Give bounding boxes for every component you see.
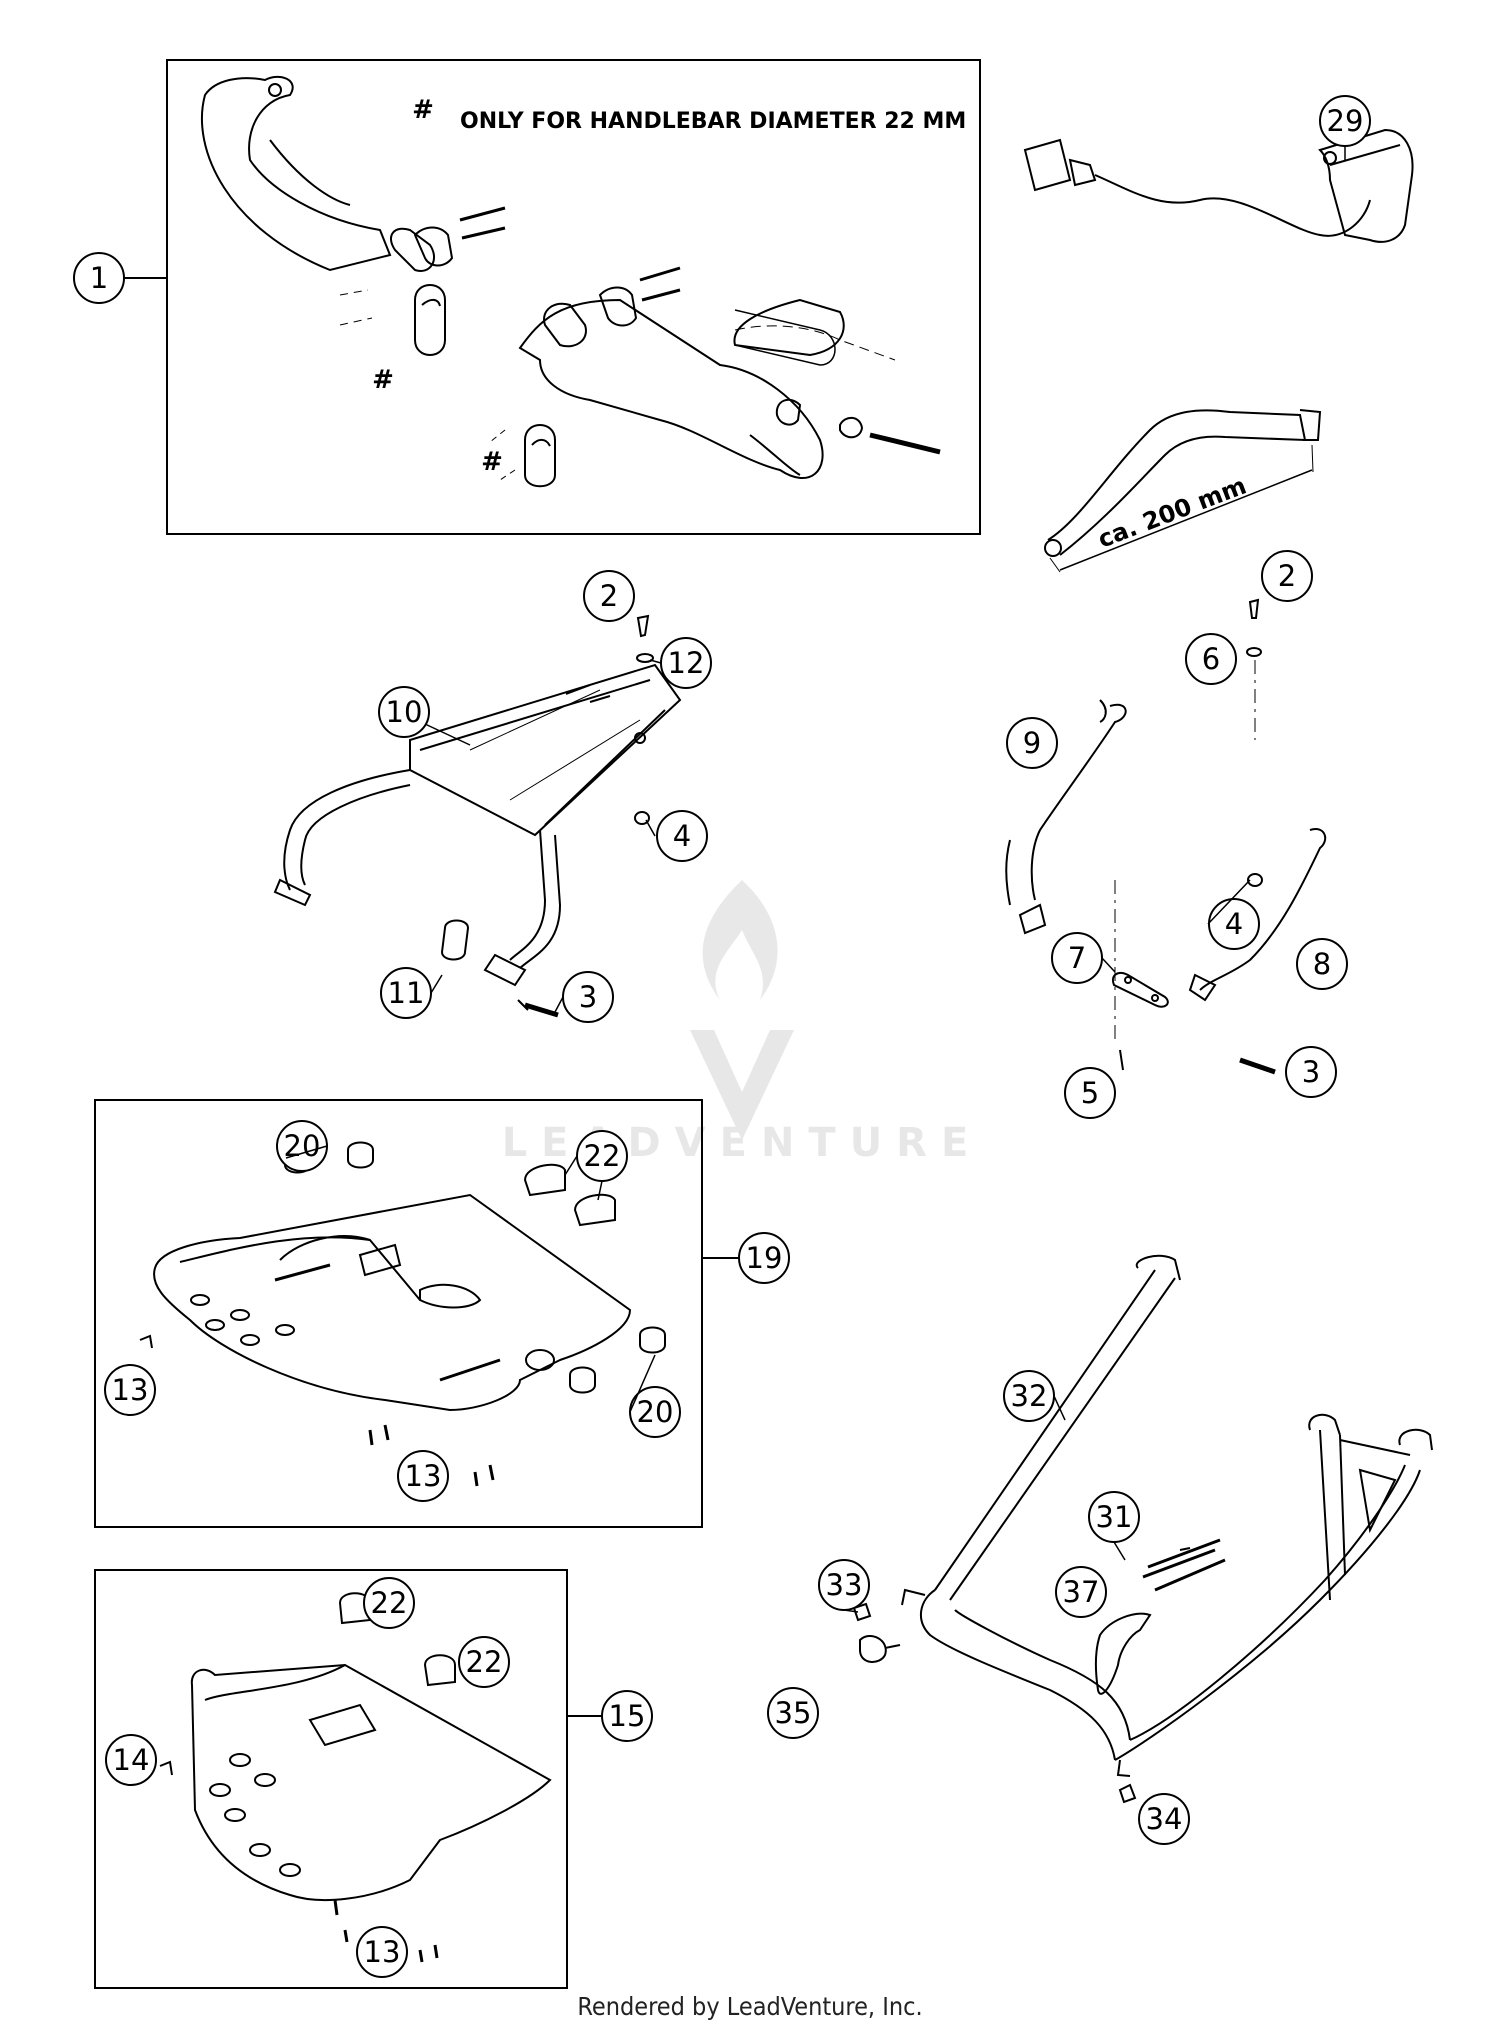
svg-text:6: 6: [1202, 642, 1220, 676]
center-stand: [852, 1254, 1433, 1804]
svg-text:13: 13: [112, 1373, 149, 1407]
callout-8: 8: [1296, 938, 1348, 990]
svg-text:20: 20: [637, 1395, 674, 1429]
svg-text:4: 4: [673, 819, 691, 853]
callout-19: 19: [738, 1232, 790, 1284]
callout-13: 13: [397, 1450, 449, 1502]
svg-text:31: 31: [1096, 1500, 1133, 1534]
hash-marker-upper: #: [372, 365, 394, 395]
skid-plate-panel: [94, 1099, 740, 1528]
callout-15: 15: [601, 1690, 653, 1742]
hash-marker-lower: #: [481, 447, 503, 477]
svg-text:13: 13: [405, 1459, 442, 1493]
watermark: LEADVENTURE: [502, 880, 983, 1166]
engine-guard-panel: [94, 1569, 603, 1989]
carrier-hardware: [440, 614, 654, 1018]
callout-5: 5: [1064, 1067, 1116, 1119]
dimension-label: ca. 200 mm: [1094, 471, 1250, 553]
svg-text:4: 4: [1225, 907, 1243, 941]
note-marker: #: [412, 95, 434, 125]
svg-text:2: 2: [1278, 559, 1296, 593]
svg-text:2: 2: [600, 579, 618, 613]
callout-20: 20: [276, 1120, 328, 1172]
callout-6: 6: [1185, 633, 1237, 685]
callout-35: 35: [767, 1687, 819, 1739]
svg-text:22: 22: [466, 1645, 503, 1679]
svg-text:34: 34: [1146, 1802, 1183, 1836]
callout-14: 14: [105, 1734, 157, 1786]
callout-7: 7: [1051, 932, 1103, 984]
svg-text:33: 33: [826, 1568, 863, 1602]
svg-text:32: 32: [1011, 1379, 1048, 1413]
footer-credit: Rendered by LeadVenture, Inc.: [577, 1992, 923, 2021]
callout-33: 33: [818, 1559, 870, 1611]
svg-text:10: 10: [386, 695, 423, 729]
svg-text:37: 37: [1063, 1575, 1100, 1609]
callout-11: 11: [380, 967, 432, 1019]
callout-2: 2: [583, 570, 635, 622]
callout-12: 12: [660, 637, 712, 689]
rear-bar-dimension: [1044, 409, 1322, 573]
svg-text:19: 19: [746, 1241, 783, 1275]
callout-1: 1: [73, 252, 125, 304]
callout-29: 29: [1319, 95, 1371, 147]
svg-text:35: 35: [775, 1696, 812, 1730]
svg-text:12: 12: [668, 646, 705, 680]
svg-text:22: 22: [584, 1139, 621, 1173]
callout-32: 32: [1003, 1370, 1055, 1422]
callout-10: 10: [378, 686, 430, 738]
callout-37: 37: [1055, 1566, 1107, 1618]
svg-text:3: 3: [1302, 1055, 1320, 1089]
svg-text:14: 14: [113, 1743, 150, 1777]
svg-text:3: 3: [579, 980, 597, 1014]
callout-34: 34: [1138, 1793, 1190, 1845]
callout-4: 4: [656, 810, 708, 862]
rear-carrier: [273, 663, 682, 987]
callout-9: 9: [1006, 717, 1058, 769]
svg-text:9: 9: [1023, 726, 1041, 760]
callout-13: 13: [356, 1926, 408, 1978]
callout-2: 2: [1261, 550, 1313, 602]
svg-text:29: 29: [1327, 104, 1364, 138]
leader-lines: [285, 146, 1346, 1613]
svg-text:1: 1: [90, 261, 108, 295]
lamp-assembly: [1023, 128, 1414, 243]
handlebar-note: ONLY FOR HANDLEBAR DIAMETER 22 MM: [460, 109, 966, 134]
callout-31: 31: [1088, 1491, 1140, 1543]
callout-13: 13: [104, 1364, 156, 1416]
svg-text:7: 7: [1068, 941, 1086, 975]
watermark-text: LEADVENTURE: [502, 1120, 983, 1166]
svg-text:11: 11: [388, 976, 425, 1010]
callout-22: 22: [458, 1636, 510, 1688]
svg-text:8: 8: [1313, 947, 1331, 981]
svg-text:5: 5: [1081, 1076, 1099, 1110]
callout-3: 3: [562, 971, 614, 1023]
bracket-assembly: [1005, 598, 1327, 1075]
callouts: 1 29 2 12 10 4 11 3 2 6 9 4 8 7 5 3: [73, 95, 1371, 1978]
callout-20: 20: [629, 1386, 681, 1438]
callout-22: 22: [363, 1577, 415, 1629]
callout-22: 22: [576, 1130, 628, 1182]
callout-4: 4: [1208, 898, 1260, 950]
svg-text:22: 22: [371, 1586, 408, 1620]
svg-text:20: 20: [284, 1129, 321, 1163]
svg-text:15: 15: [609, 1699, 646, 1733]
svg-text:13: 13: [364, 1935, 401, 1969]
handguard-panel: [124, 59, 981, 535]
callout-3: 3: [1285, 1046, 1337, 1098]
